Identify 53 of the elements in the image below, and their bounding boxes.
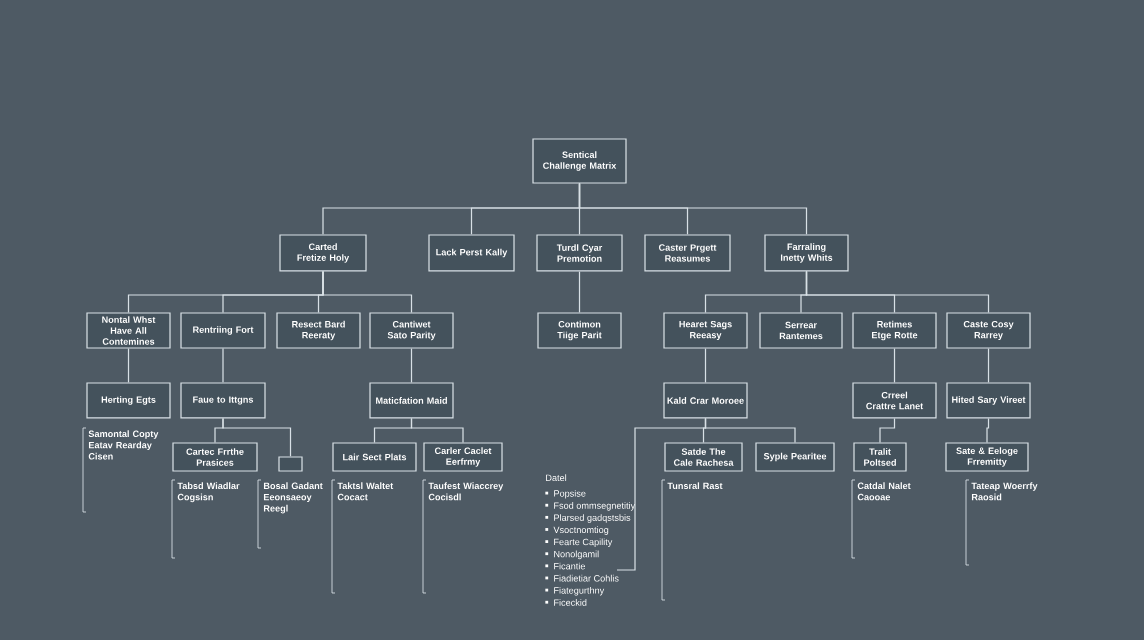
- process-box: Sate & Eeloge Frremitty: [945, 442, 1029, 472]
- process-box: Resect Bard Reeraty: [276, 312, 361, 349]
- process-box: Satde The Cale Rachesa: [664, 442, 743, 472]
- connector-line: [410, 348, 413, 383]
- connector-line: [322, 271, 413, 313]
- connector-line: [578, 271, 581, 313]
- connector-line: [987, 348, 990, 383]
- note-heading: Tateap Woerrfy Raosid: [971, 482, 1038, 501]
- process-box: Cartec Frrthe Prasices: [172, 442, 258, 472]
- connector-line: [127, 348, 130, 383]
- connector-line: [222, 348, 224, 383]
- connector-line: [616, 418, 707, 571]
- process-box: Cantiwet Sato Parity: [369, 312, 454, 349]
- process-box: Farraling Inetty Whits: [764, 234, 849, 272]
- note-heading: Taktsl Waltet Cocact: [337, 482, 394, 501]
- note-heading: Tabsd Wiadlar Cogsisn: [177, 482, 240, 503]
- connector-line: [578, 183, 808, 235]
- process-box: Hearet Sags Reeasy: [663, 312, 748, 349]
- process-box: Serrear Rantemes: [759, 312, 843, 349]
- process-box: Caste Cosy Rarrey: [946, 312, 1031, 349]
- process-box: Faue to Ittgns: [180, 382, 266, 419]
- process-box: Tralit Poltsed: [853, 442, 907, 472]
- bullet-list: Datel Popsise Fsod ommsegnetitiy Plarsed gadqstsbis Vsoctnomtiog Fearte Capility Nonolgamil Ficantie Fiadietiar Cohlis Fiategurthny Ficeckid: [545, 474, 636, 606]
- connector-line: [805, 271, 990, 313]
- connector-line: [986, 418, 990, 443]
- connector-line: [222, 418, 292, 457]
- process-box: Carted Fretize Holy: [279, 234, 367, 272]
- process-box: Caster Prgett Reasumes: [644, 234, 731, 272]
- process-box: Maticfation Maid: [369, 382, 454, 419]
- note-heading: Samontal Copty Eatav Rearday Cisen: [88, 430, 159, 460]
- process-box: Turdl Cyar Premotion: [536, 234, 623, 272]
- process-box: Sentical Challenge Matrix: [532, 138, 627, 184]
- process-box: Kald Crar Moroee: [663, 382, 748, 419]
- note-heading: Catdal Nalet Caooae: [857, 482, 911, 501]
- note-heading: Tunsral Rast: [667, 482, 723, 490]
- process-box: Nontal Whst Have All Contemines: [86, 312, 171, 349]
- connector-line: [893, 348, 896, 383]
- process-box: Contimon Tiige Parit: [537, 312, 622, 349]
- process-box: Retimes Etge Rotte: [852, 312, 937, 349]
- process-box: Rentriing Fort: [180, 312, 266, 349]
- process-box: Crreel Crattre Lanet: [852, 382, 937, 419]
- process-box: Herting Egts: [86, 382, 171, 419]
- connector-line: [879, 418, 896, 443]
- note-heading: Taufest Wiaccrey Cocisdl: [428, 482, 504, 501]
- empty-box: [278, 456, 303, 472]
- process-box: Syple Pearitee: [755, 442, 835, 472]
- process-box: Hited Sary Vireet: [946, 382, 1031, 419]
- connector-line: [410, 418, 464, 443]
- note-heading: Bosal Gadant Eeonsaeoy Reegl: [263, 482, 323, 514]
- process-box: Lack Perst Kally: [428, 234, 515, 272]
- connector-line: [704, 348, 707, 383]
- process-box: Lair Sect Plats: [332, 442, 417, 472]
- process-box: Carler Caclet Eerfrmy: [423, 442, 503, 472]
